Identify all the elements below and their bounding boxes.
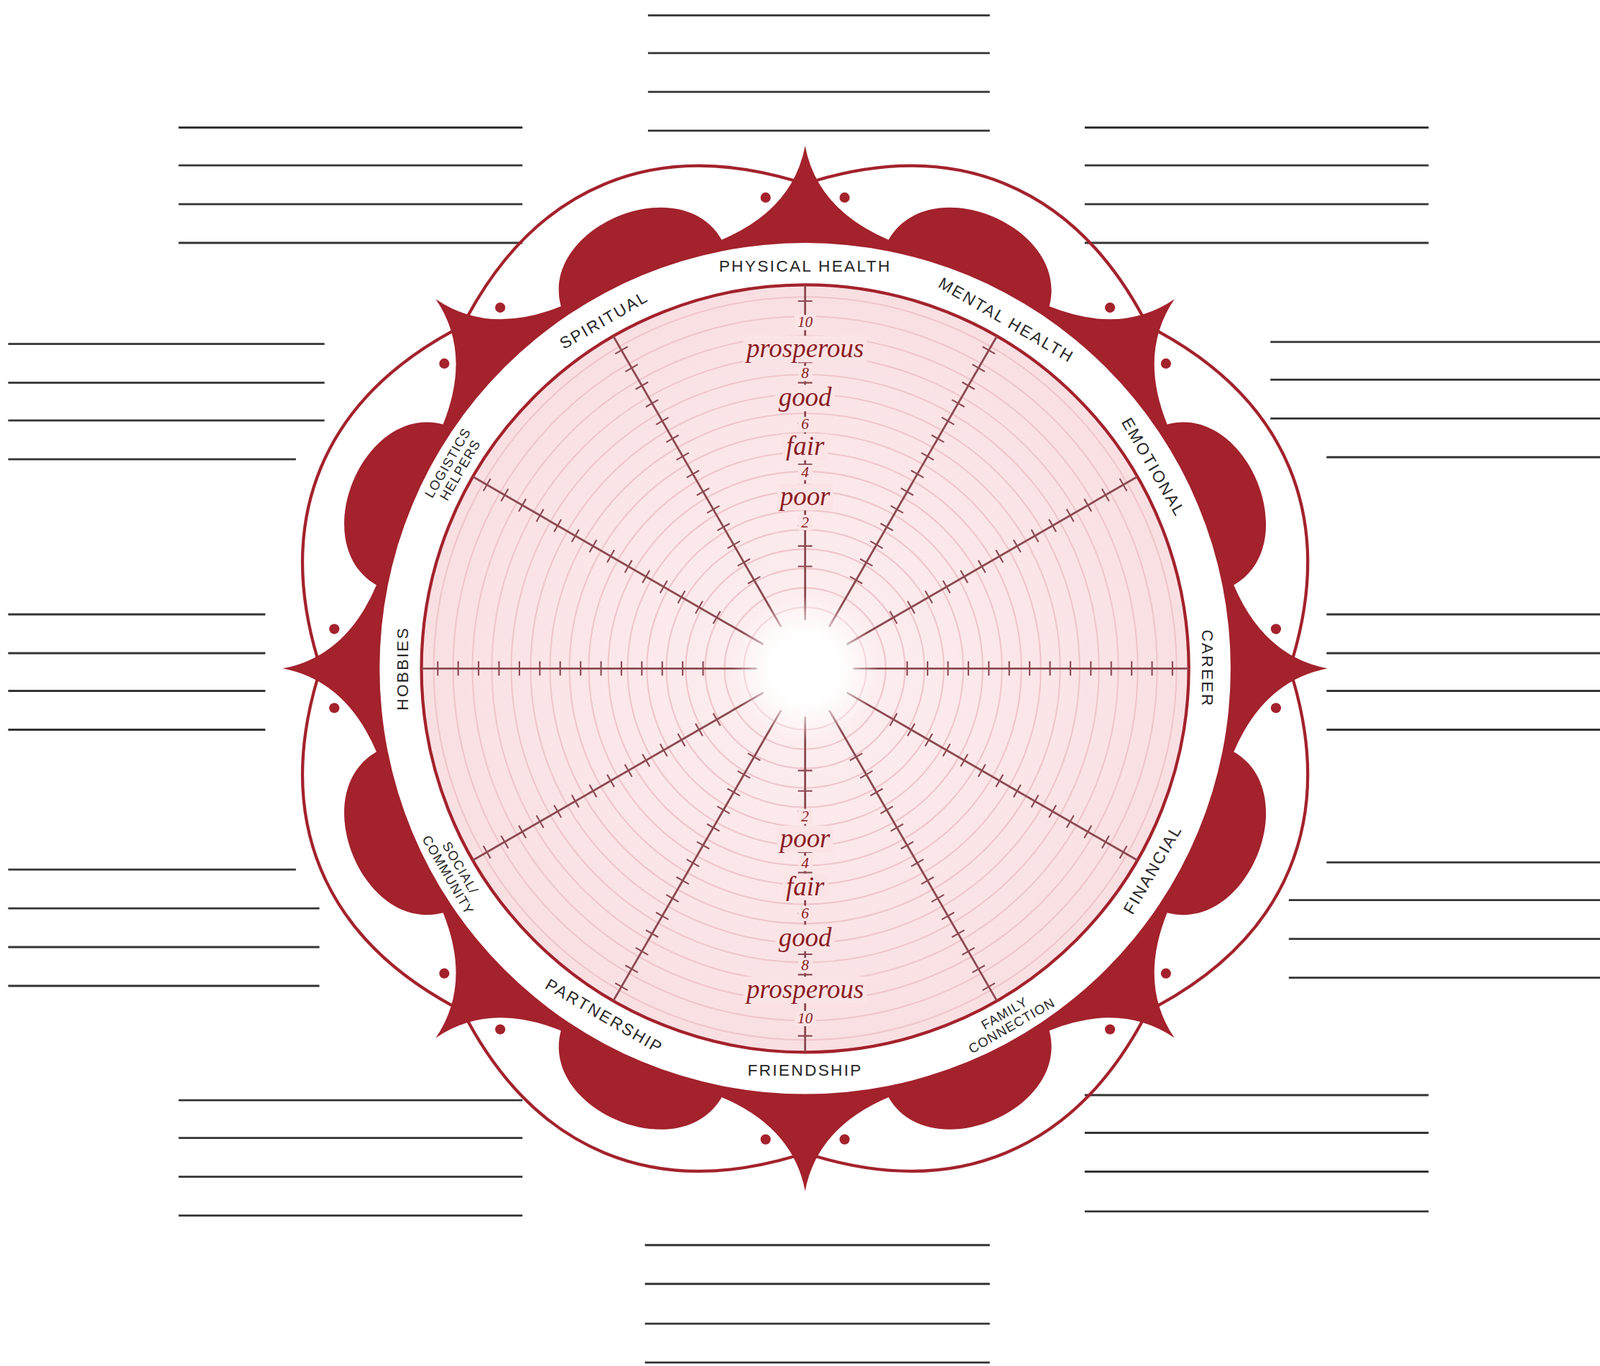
petal-dot — [495, 1023, 506, 1034]
wheel-disk — [421, 284, 1190, 1052]
area-label: FRIENDSHIP — [747, 1062, 863, 1080]
petal-dot — [760, 192, 771, 203]
scale-word: poor — [776, 483, 833, 511]
scale-word: poor — [776, 825, 833, 853]
area-label: CAREER — [1199, 629, 1216, 707]
petal-dot — [329, 623, 340, 634]
scale-word: good — [775, 384, 835, 411]
scale-number: 10 — [794, 314, 817, 330]
wheel-spokes — [422, 285, 1188, 1052]
scale-number: 8 — [798, 365, 812, 381]
petal-dot — [1270, 623, 1282, 634]
petal-dots — [329, 192, 1282, 1145]
area-label: PHYSICAL HEALTH — [719, 257, 892, 275]
petal-dot — [839, 1134, 850, 1145]
scale-number: 10 — [794, 1010, 817, 1026]
scale-word: prosperous — [743, 976, 868, 1003]
scale-number: 2 — [798, 515, 812, 531]
petal-dot — [1161, 358, 1172, 369]
petal-dot — [438, 968, 450, 979]
scale-word: fair — [783, 873, 828, 901]
scale-word: good — [775, 924, 835, 952]
petal-dot — [1104, 1023, 1116, 1034]
petal-dot — [438, 358, 450, 369]
label-ring — [379, 242, 1231, 1095]
area-label: HOBBIES — [395, 626, 412, 711]
petal-dot — [329, 702, 340, 713]
scale-number: 2 — [798, 808, 812, 825]
petal-dot — [839, 192, 850, 203]
petal-dot — [1161, 968, 1172, 979]
center-glow — [731, 594, 879, 743]
petal-dot — [1270, 702, 1282, 713]
petal-dot — [760, 1134, 771, 1145]
spoke-ticks — [437, 301, 1173, 1037]
write-in-lines — [7, 15, 1600, 1363]
scale-number: 6 — [798, 905, 812, 922]
scale-number: 4 — [798, 855, 812, 871]
scale-ring — [724, 587, 886, 749]
scale-word: prosperous — [743, 335, 868, 363]
petal-dot — [495, 302, 506, 313]
scale-number: 8 — [798, 957, 812, 973]
flower-petals — [282, 145, 1327, 1191]
scale-number: 6 — [798, 416, 812, 432]
scale-ring — [704, 568, 905, 769]
petal-dot — [1104, 302, 1116, 313]
scale-word: fair — [783, 433, 828, 461]
scale-number: 4 — [798, 464, 812, 480]
